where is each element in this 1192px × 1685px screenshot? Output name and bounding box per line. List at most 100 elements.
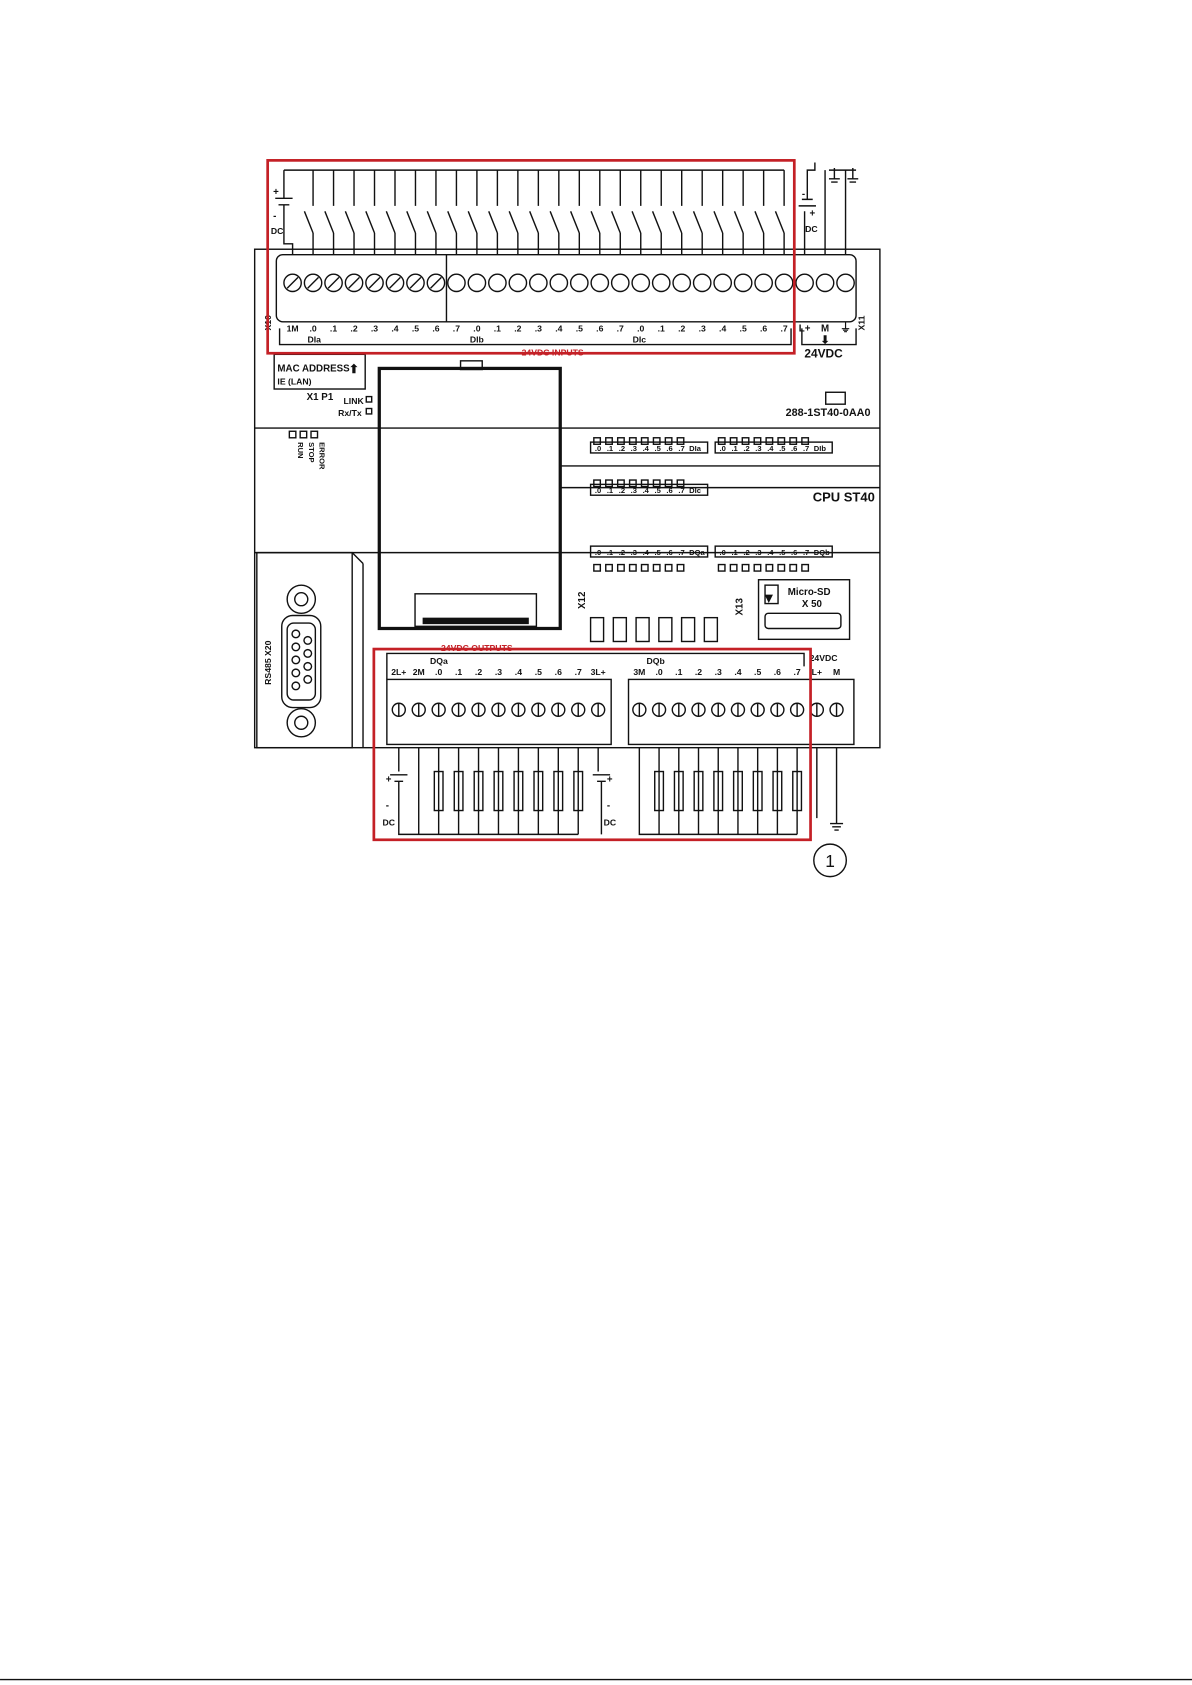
input-switch-icon (303, 211, 314, 234)
io-led (801, 437, 810, 445)
expansion-connector-x13: X13 (734, 598, 745, 616)
rs485-connector-icon[interactable] (281, 584, 322, 738)
output-terminal-label: M (833, 667, 840, 677)
input-switch-icon (529, 211, 540, 234)
led-bit-label: .1 (731, 444, 737, 453)
led-group-label: DIc (689, 486, 701, 495)
input-terminal-screw[interactable] (610, 273, 630, 293)
load-resistor-icon (473, 770, 484, 812)
load-resistor-icon (752, 770, 763, 812)
sd-card-icon: ▾ (764, 589, 773, 606)
load-resistor-icon (654, 770, 665, 812)
input-terminal-screw[interactable] (528, 273, 548, 293)
cover-tab (459, 360, 483, 371)
io-led (605, 437, 613, 445)
input-terminal-screw[interactable] (692, 273, 712, 293)
screw-slot (389, 276, 401, 289)
io-led (593, 479, 602, 488)
io-led (729, 563, 738, 572)
input-terminal-screw[interactable] (488, 273, 507, 293)
input-terminal-screw[interactable] (651, 273, 671, 293)
led-bit-label: .6 (666, 444, 672, 453)
input-terminal-screw[interactable] (303, 273, 323, 293)
io-led (741, 563, 750, 572)
input-terminal-screw[interactable] (385, 273, 405, 293)
input-terminal-screw[interactable] (549, 273, 569, 293)
output-terminal-label: 3L+ (591, 667, 606, 677)
input-terminal-screw[interactable] (590, 273, 610, 293)
source-plus: + (607, 774, 613, 785)
serial-pin (291, 629, 301, 639)
callout-circle (813, 843, 848, 878)
input-terminal-screw[interactable] (508, 273, 528, 293)
input-switch-icon (610, 211, 621, 234)
io-led (652, 479, 661, 488)
io-led (676, 437, 685, 445)
sd-card-label: Micro-SD (788, 587, 831, 598)
output-terminal-block-b (627, 678, 855, 746)
led-bit-label: .0 (595, 444, 601, 453)
input-terminal-screw[interactable] (467, 273, 487, 293)
input-terminal-screw[interactable] (344, 273, 364, 293)
sd-card-slot-box (757, 579, 851, 641)
source-label: DC (383, 818, 396, 828)
input-terminal-screw[interactable] (815, 273, 835, 293)
io-led (789, 437, 798, 445)
io-led (664, 437, 673, 445)
led-bit-label: .7 (678, 486, 684, 495)
input-terminal-screw[interactable] (426, 273, 446, 293)
led-bit-label: .2 (619, 486, 625, 495)
input-terminal-screw[interactable] (672, 273, 692, 293)
expansion-connector-x12: X12 (577, 591, 588, 609)
rxtx-led-label: Rx/Tx (338, 408, 362, 418)
sd-card-slot[interactable] (764, 612, 842, 630)
input-terminal-screw[interactable] (754, 273, 774, 293)
output-terminal-label: 2L+ (391, 667, 406, 677)
input-terminal-screw[interactable] (447, 273, 466, 293)
screw-slot (430, 276, 442, 289)
outputs-highlight-box (372, 647, 812, 842)
input-switch-icon (549, 211, 560, 234)
input-terminal-screw[interactable] (283, 273, 302, 293)
screw-slot (348, 276, 360, 289)
led-bit-label: .2 (743, 548, 749, 557)
serial-pin (291, 642, 301, 652)
signal-board-slot (680, 616, 696, 643)
arrow-up-icon: ⬆ (349, 362, 359, 376)
input-terminal-screw[interactable] (836, 273, 855, 293)
input-terminal-screw[interactable] (365, 273, 384, 293)
input-switch-icon (631, 211, 642, 234)
led-bit-label: .3 (631, 486, 637, 495)
input-terminal-label: .5 (576, 324, 583, 334)
input-terminal-screw[interactable] (631, 273, 651, 293)
input-terminal-screw[interactable] (713, 273, 733, 293)
source-minus: - (386, 800, 389, 811)
input-terminal-block (275, 253, 857, 323)
connector-x11: X11 (857, 315, 867, 330)
led-bit-label: .0 (720, 548, 726, 557)
input-terminal-screw[interactable] (569, 273, 589, 293)
input-terminal-label: .5 (740, 324, 747, 334)
io-led (628, 479, 637, 488)
ribbon-connector[interactable] (414, 593, 538, 628)
io-led (765, 437, 774, 445)
led-bit-label: .7 (803, 548, 809, 557)
ground-icon: ⏚ (840, 322, 851, 335)
led-bit-label: .4 (643, 548, 650, 557)
io-led (789, 563, 798, 572)
dc-source-icon (798, 162, 816, 255)
input-terminal-label: .3 (371, 324, 378, 334)
led-bit-label: .0 (595, 548, 601, 557)
input-terminal-screw[interactable] (733, 273, 753, 293)
io-led (652, 563, 661, 572)
input-terminal-screw[interactable] (795, 273, 814, 293)
dc-source-icon (592, 747, 798, 836)
input-terminal-screw[interactable] (406, 273, 425, 293)
led-group-label: DQb (814, 548, 830, 557)
input-terminal-screw[interactable] (774, 273, 794, 293)
source-minus: - (273, 211, 276, 222)
led-group-label: DQa (689, 548, 705, 557)
load-resistor-icon (433, 770, 444, 812)
input-terminal-screw[interactable] (324, 273, 343, 293)
